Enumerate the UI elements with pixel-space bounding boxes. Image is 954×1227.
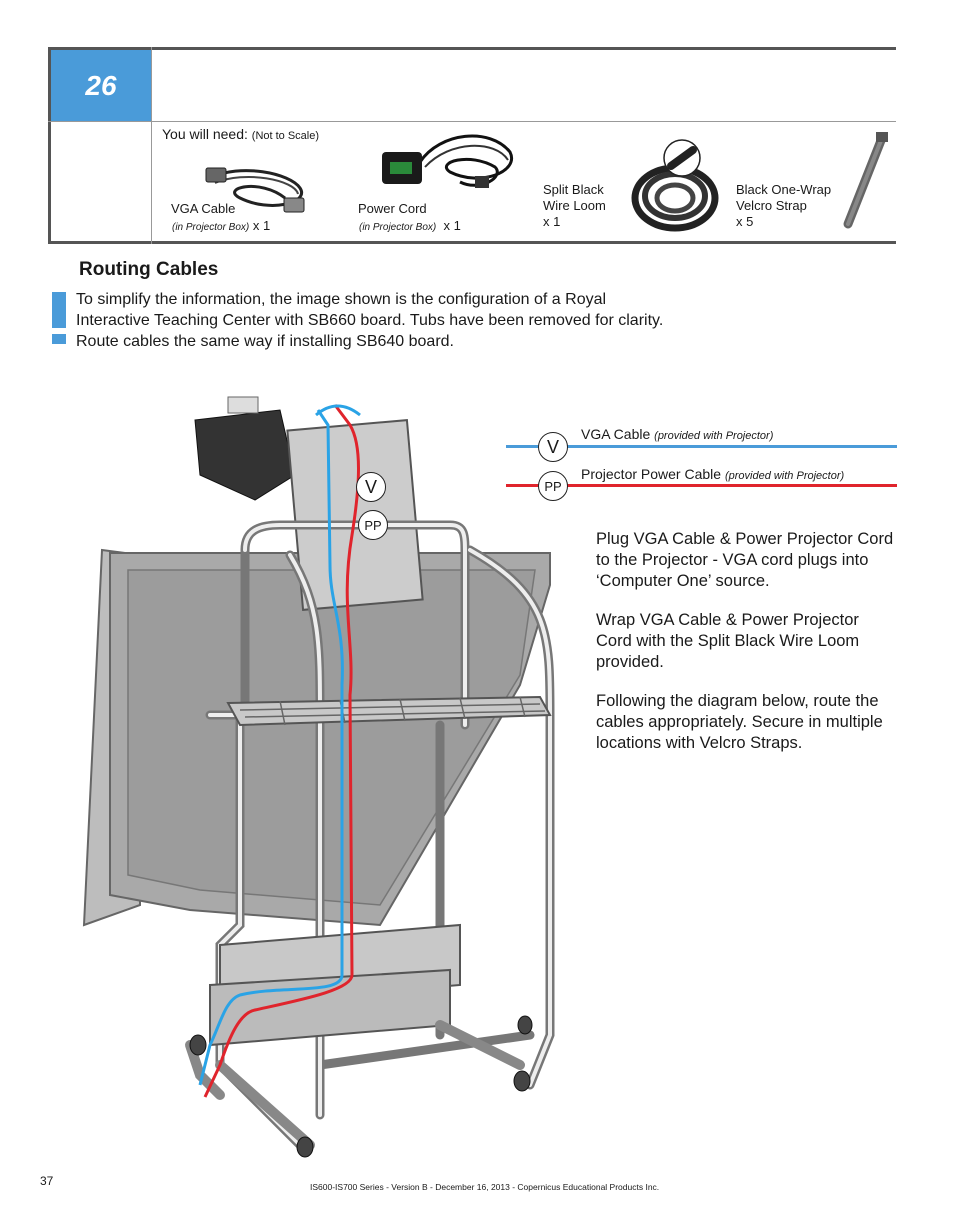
vga-callout-badge: V — [356, 472, 386, 502]
power-legend-label: Projector Power Cable (provided with Pro… — [581, 466, 845, 482]
vga-legend-line — [506, 445, 897, 448]
you-will-need-label: You will need: (Not to Scale) — [162, 126, 320, 142]
intro-text: To simplify the information, the image s… — [76, 291, 664, 350]
vga-cable-sub: (in Projector Box) x 1 — [172, 218, 271, 233]
wire-loom-label: Split Black Wire Loom x 1 — [543, 182, 606, 229]
wire-loom-image — [631, 139, 719, 232]
velcro-strap-image — [843, 132, 888, 229]
instruction-2: Wrap VGA Cable & Power Projector Cord wi… — [596, 611, 860, 671]
cart-illustration — [82, 396, 555, 1158]
warning-icon — [52, 292, 66, 344]
power-legend-badge: PP — [538, 471, 568, 501]
power-cord-label: Power Cord — [358, 201, 427, 216]
power-legend-line — [506, 484, 897, 487]
page-number: 37 — [40, 1174, 54, 1188]
instruction-3: Following the diagram below, route the c… — [596, 692, 883, 752]
vga-cable-label: VGA Cable — [171, 201, 236, 216]
power-cord-image — [382, 134, 514, 188]
power-cord-sub: (in Projector Box) x 1 — [359, 218, 461, 233]
step-number: 26 — [51, 50, 151, 121]
footer-text: IS600-IS700 Series - Version B - Decembe… — [310, 1182, 660, 1192]
vga-cable-image — [205, 167, 305, 213]
section-title: Routing Cables — [79, 259, 219, 280]
velcro-strap-label: Black One-Wrap Velcro Strap x 5 — [736, 182, 832, 229]
vga-legend-badge: V — [538, 432, 568, 462]
step-box: 26 — [48, 47, 896, 244]
vga-legend-label: VGA Cable (provided with Projector) — [581, 426, 774, 442]
instruction-1: Plug VGA Cable & Power Projector Cord to… — [596, 530, 894, 590]
power-callout-badge: PP — [358, 510, 388, 540]
